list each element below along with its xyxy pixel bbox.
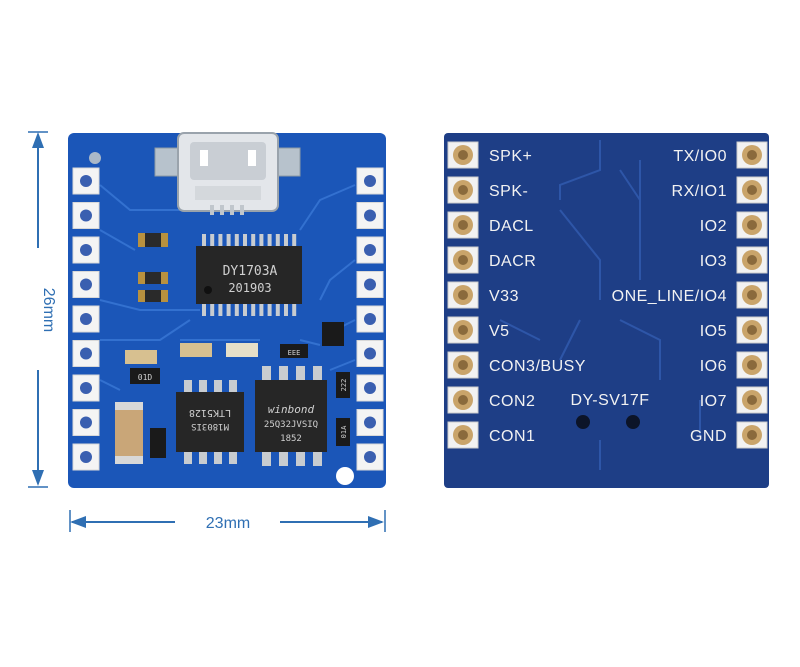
header-pad [356,305,384,333]
header-pin [447,176,479,204]
svg-text:EEE: EEE [288,349,301,357]
svg-text:LTK5128: LTK5128 [189,407,231,418]
pin-label: SPK+ [489,148,532,165]
resistor-222: 222 [336,372,350,398]
pin-label: CON1 [489,428,535,445]
header-pin [447,386,479,414]
header-pad [356,236,384,264]
back-right-pin-labels: TX/IO0RX/IO1IO2IO3ONE_LINE/IO4IO5IO6IO7G… [612,148,727,445]
header-pin [736,316,768,344]
header-pad [356,340,384,367]
svg-text:1852: 1852 [280,434,302,444]
header-pin [736,211,768,239]
header-pin [736,281,768,309]
front-left-header [72,167,100,471]
header-pad [356,202,384,229]
pin-label: IO7 [700,393,727,410]
header-pad [72,374,100,402]
header-pin [736,246,768,274]
header-pin [447,246,479,274]
back-right-header [736,141,768,449]
header-pad [356,409,384,436]
height-label: 26mm [40,288,57,332]
front-board: 01D EEE 222 01A [68,132,386,488]
resistor-01a: 01A [336,418,350,446]
pin-label: ONE_LINE/IO4 [612,288,727,305]
model-label: DY-SV17F [571,392,650,409]
passive-components: 01D EEE 222 01A [115,233,350,464]
micro-usb-connector [154,132,301,215]
flash-chip: winbond 25Q32JVSIQ 1852 [255,366,327,466]
pin-label: IO5 [700,323,727,340]
header-pad [356,374,384,402]
pin-label: DACR [489,253,536,270]
svg-text:01D: 01D [138,373,153,382]
header-pad [72,305,100,333]
header-pin [447,211,479,239]
header-pin [736,386,768,414]
pin-label: DACL [489,218,534,235]
svg-text:222: 222 [340,379,348,392]
height-dimension: 26mm [28,131,57,488]
header-pad [72,202,100,229]
header-pin [736,351,768,379]
header-pad [72,236,100,264]
header-pad [356,271,384,298]
pin-label: IO6 [700,358,727,375]
header-pad [356,443,384,471]
header-pin [736,176,768,204]
width-label: 23mm [206,515,250,532]
svg-text:201903: 201903 [228,281,271,295]
back-left-header [447,141,479,449]
header-pad [72,409,100,436]
pin-label: CON3/BUSY [489,358,586,375]
header-pin [447,351,479,379]
header-pad [72,271,100,298]
svg-text:25Q32JVSIQ: 25Q32JVSIQ [264,420,318,430]
pin-label: SPK- [489,183,528,200]
front-right-header [356,167,384,471]
pin-label: V5 [489,323,510,340]
header-pad [356,167,384,195]
pin-label: GND [690,428,727,445]
header-pin [447,141,479,169]
header-pin [447,281,479,309]
svg-text:winbond: winbond [268,403,315,416]
pin-label: V33 [489,288,519,305]
pin-label: RX/IO1 [672,183,727,200]
header-pad [72,443,100,471]
svg-text:DY1703A: DY1703A [223,264,278,279]
pin-label: CON2 [489,393,535,410]
header-pin [736,421,768,449]
header-pad [72,167,100,195]
main-chip: DY1703A 201903 [196,234,302,316]
pin-label: TX/IO0 [673,148,727,165]
header-pad [72,340,100,367]
amplifier-chip: M1803IS LTK5128 [176,380,244,464]
svg-text:01A: 01A [340,425,348,438]
width-dimension: 23mm [69,510,386,532]
resistor-eee: EEE [280,344,308,358]
header-pin [447,316,479,344]
pin-label: IO2 [700,218,727,235]
resistor-01d: 01D [130,368,160,384]
header-pin [736,141,768,169]
header-pin [447,421,479,449]
pin-label: IO3 [700,253,727,270]
svg-text:M1803IS: M1803IS [191,421,229,431]
